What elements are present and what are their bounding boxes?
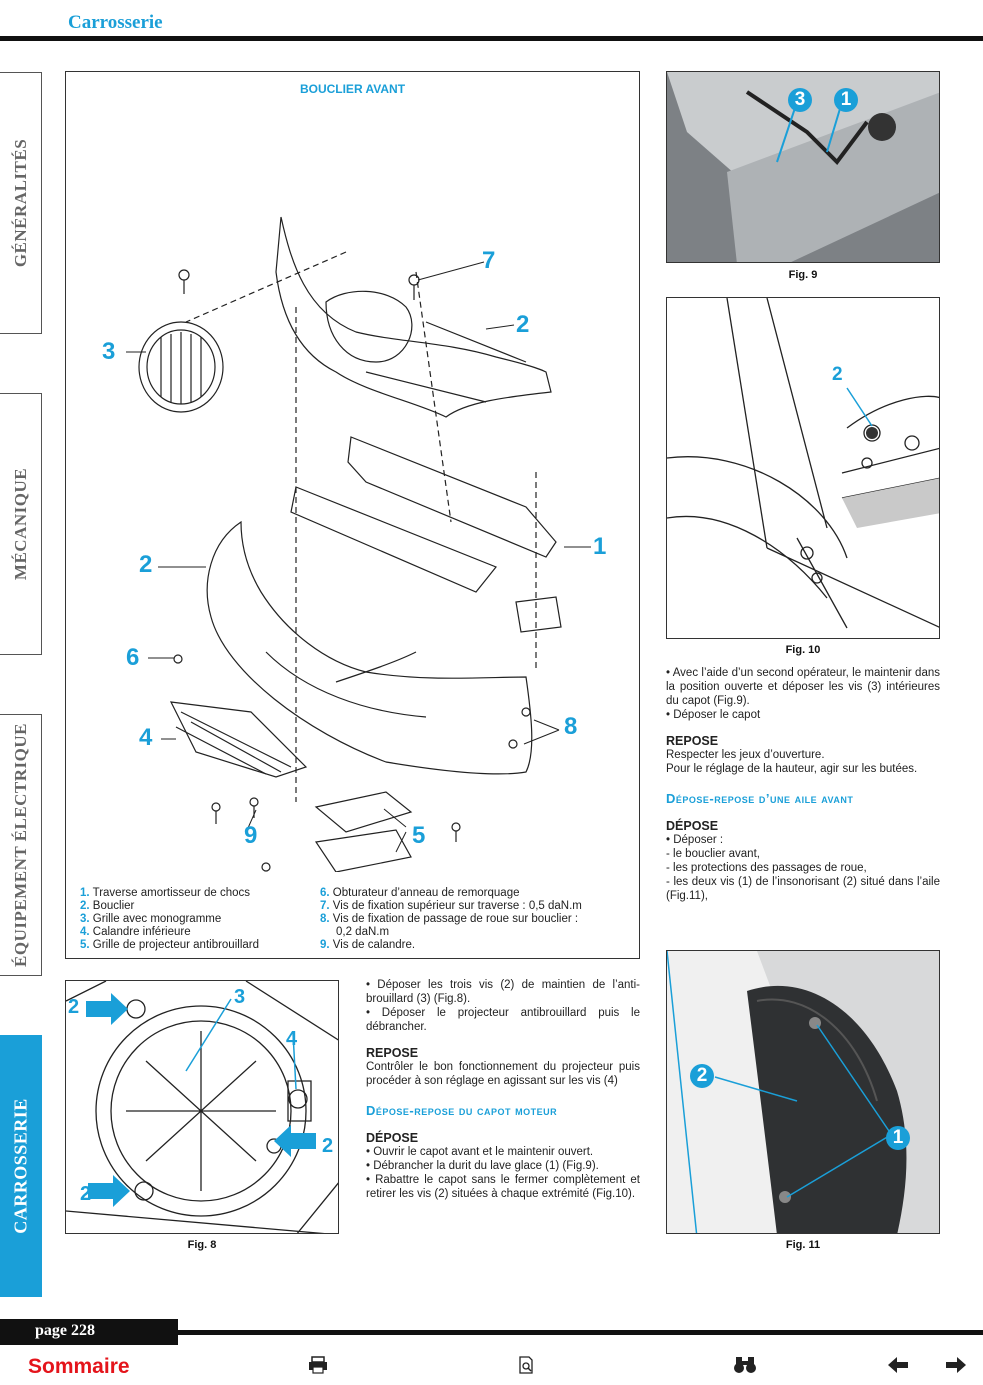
fig8-callout-2a: 2: [68, 996, 80, 1018]
fig10-caption: Fig. 10: [785, 644, 821, 656]
callout-1: 1: [593, 533, 607, 560]
heading-depose: DÉPOSE: [666, 819, 719, 833]
callout-4: 4: [139, 724, 153, 751]
fig11-callout-2: 2: [690, 1064, 714, 1088]
front-bumper-diagram: BOUCLIER AVANT: [65, 71, 640, 959]
header-rule: [0, 36, 983, 41]
fig8-callout-2c: 2: [80, 1183, 92, 1205]
tab-mecanique[interactable]: MÉCANIQUE: [0, 393, 42, 655]
paragraph: • Débrancher la durit du lave glace (1) …: [366, 1160, 599, 1172]
fig11-callout-1: 1: [886, 1126, 910, 1150]
paragraph: • Rabattre le capot sans le fermer compl…: [366, 1174, 640, 1200]
legend-item: 9. Vis de calandre.: [320, 939, 416, 951]
bumper-exploded-drawing: [126, 216, 591, 872]
legend-right: 6. Obturateur d’anneau de remorquage 7. …: [320, 887, 620, 952]
tab-label: MÉCANIQUE: [10, 467, 30, 581]
sommaire-link[interactable]: Sommaire: [28, 1355, 130, 1378]
fig11-photo: 2 1: [666, 950, 940, 1234]
heading-depose: DÉPOSE: [366, 1131, 419, 1145]
callout-2-frame: 2: [516, 311, 530, 338]
legend-item: 3. Grille avec monogramme: [80, 913, 222, 925]
tab-label: CARROSSERIE: [10, 1098, 30, 1234]
legend-item: 5. Grille de projecteur antibrouillard: [80, 939, 259, 951]
page-number: page 228: [35, 1322, 95, 1339]
paragraph: - le bouclier avant,: [666, 848, 760, 860]
paragraph: • Déposer les trois vis (2) de maintien …: [366, 979, 640, 1005]
fig10-drawing: 2: [666, 297, 940, 639]
paragraph: • Ouvrir le capot avant et le maintenir …: [366, 1146, 594, 1158]
paragraph: Contrôler le bon fonctionnement du proje…: [366, 1061, 640, 1087]
paragraph: - les protections des passages de roue,: [666, 862, 867, 874]
legend-item: 8. Vis de fixation de passage de roue su…: [320, 913, 579, 925]
section-title: Dépose-repose du capot moteur: [366, 1103, 558, 1118]
footer-rule: [178, 1330, 983, 1335]
binoculars-icon[interactable]: [733, 1356, 757, 1380]
fig9-caption: Fig. 9: [788, 269, 818, 281]
paragraph: • Déposer :: [666, 834, 724, 846]
tab-carrosserie[interactable]: CARROSSERIE: [0, 1035, 42, 1297]
heading-repose: REPOSE: [666, 734, 719, 748]
callout-6: 6: [126, 644, 140, 671]
legend-item: 1. Traverse amortisseur de chocs: [80, 887, 251, 899]
fig8-callout-3: 3: [234, 986, 246, 1008]
callout-5: 5: [412, 822, 426, 849]
paragraph: - les deux vis (1) de l’insonorisant (2)…: [666, 876, 940, 902]
paragraph: • Déposer le capot: [666, 709, 761, 721]
callout-2-bumper: 2: [139, 551, 153, 578]
fig8-caption: Fig. 8: [187, 1239, 217, 1251]
paragraph: • Déposer le projecteur antibrouillard p…: [366, 1007, 640, 1033]
callout-7: 7: [482, 247, 496, 274]
arrow-left-icon[interactable]: [888, 1356, 908, 1379]
legend-item: 2. Bouclier: [80, 900, 135, 912]
fig11-caption: Fig. 11: [785, 1239, 821, 1251]
tab-label: ÉQUIPEMENT ÉLECTRIQUE: [10, 723, 30, 967]
right-text-column: • Avec l’aide d’un second opérateur, le …: [666, 666, 940, 903]
paragraph: • Avec l’aide d’un second opérateur, le …: [666, 667, 940, 707]
legend-item: 6. Obturateur d’anneau de remorquage: [320, 887, 520, 899]
tab-generalites[interactable]: GÉNÉRALITÉS: [0, 72, 42, 334]
legend-item: 0,2 daN.m: [336, 926, 390, 938]
heading-repose: REPOSE: [366, 1046, 419, 1060]
fig9-callout-3: 3: [788, 88, 812, 112]
fig8-callout-4: 4: [286, 1028, 298, 1050]
paragraph: Pour le réglage de la hauteur, agir sur …: [666, 763, 918, 775]
arrow-right-icon[interactable]: [946, 1356, 966, 1379]
callout-9: 9: [244, 822, 258, 849]
printer-icon[interactable]: [308, 1356, 328, 1380]
tab-label: GÉNÉRALITÉS: [10, 138, 30, 268]
paragraph: Respecter les jeux d’ouverture.: [666, 749, 825, 761]
tab-equipement-electrique[interactable]: ÉQUIPEMENT ÉLECTRIQUE: [0, 714, 42, 976]
callout-3: 3: [102, 338, 116, 365]
footer-page-tab: [0, 1319, 178, 1345]
legend-item: 7. Vis de fixation supérieur sur travers…: [320, 900, 582, 912]
search-page-icon[interactable]: [518, 1356, 536, 1380]
fig9-callout-1: 1: [834, 88, 858, 112]
fig8-callout-2b: 2: [322, 1135, 334, 1157]
diagram-title: BOUCLIER AVANT: [299, 82, 406, 96]
legend-item: 4. Calandre inférieure: [80, 926, 191, 938]
legend-left: 1. Traverse amortisseur de chocs 2. Bouc…: [80, 887, 320, 952]
section-title: Dépose-repose d’une aile avant: [666, 791, 854, 806]
fig9-photo: 3 1: [666, 71, 940, 263]
page-section-title: Carrosserie: [68, 12, 163, 33]
callout-8: 8: [564, 713, 578, 740]
middle-text-column: • Déposer les trois vis (2) de maintien …: [366, 978, 640, 1201]
fig8-foglight-drawing: 2 3 4 2 2: [65, 980, 339, 1234]
fig10-callout-2: 2: [832, 364, 843, 385]
